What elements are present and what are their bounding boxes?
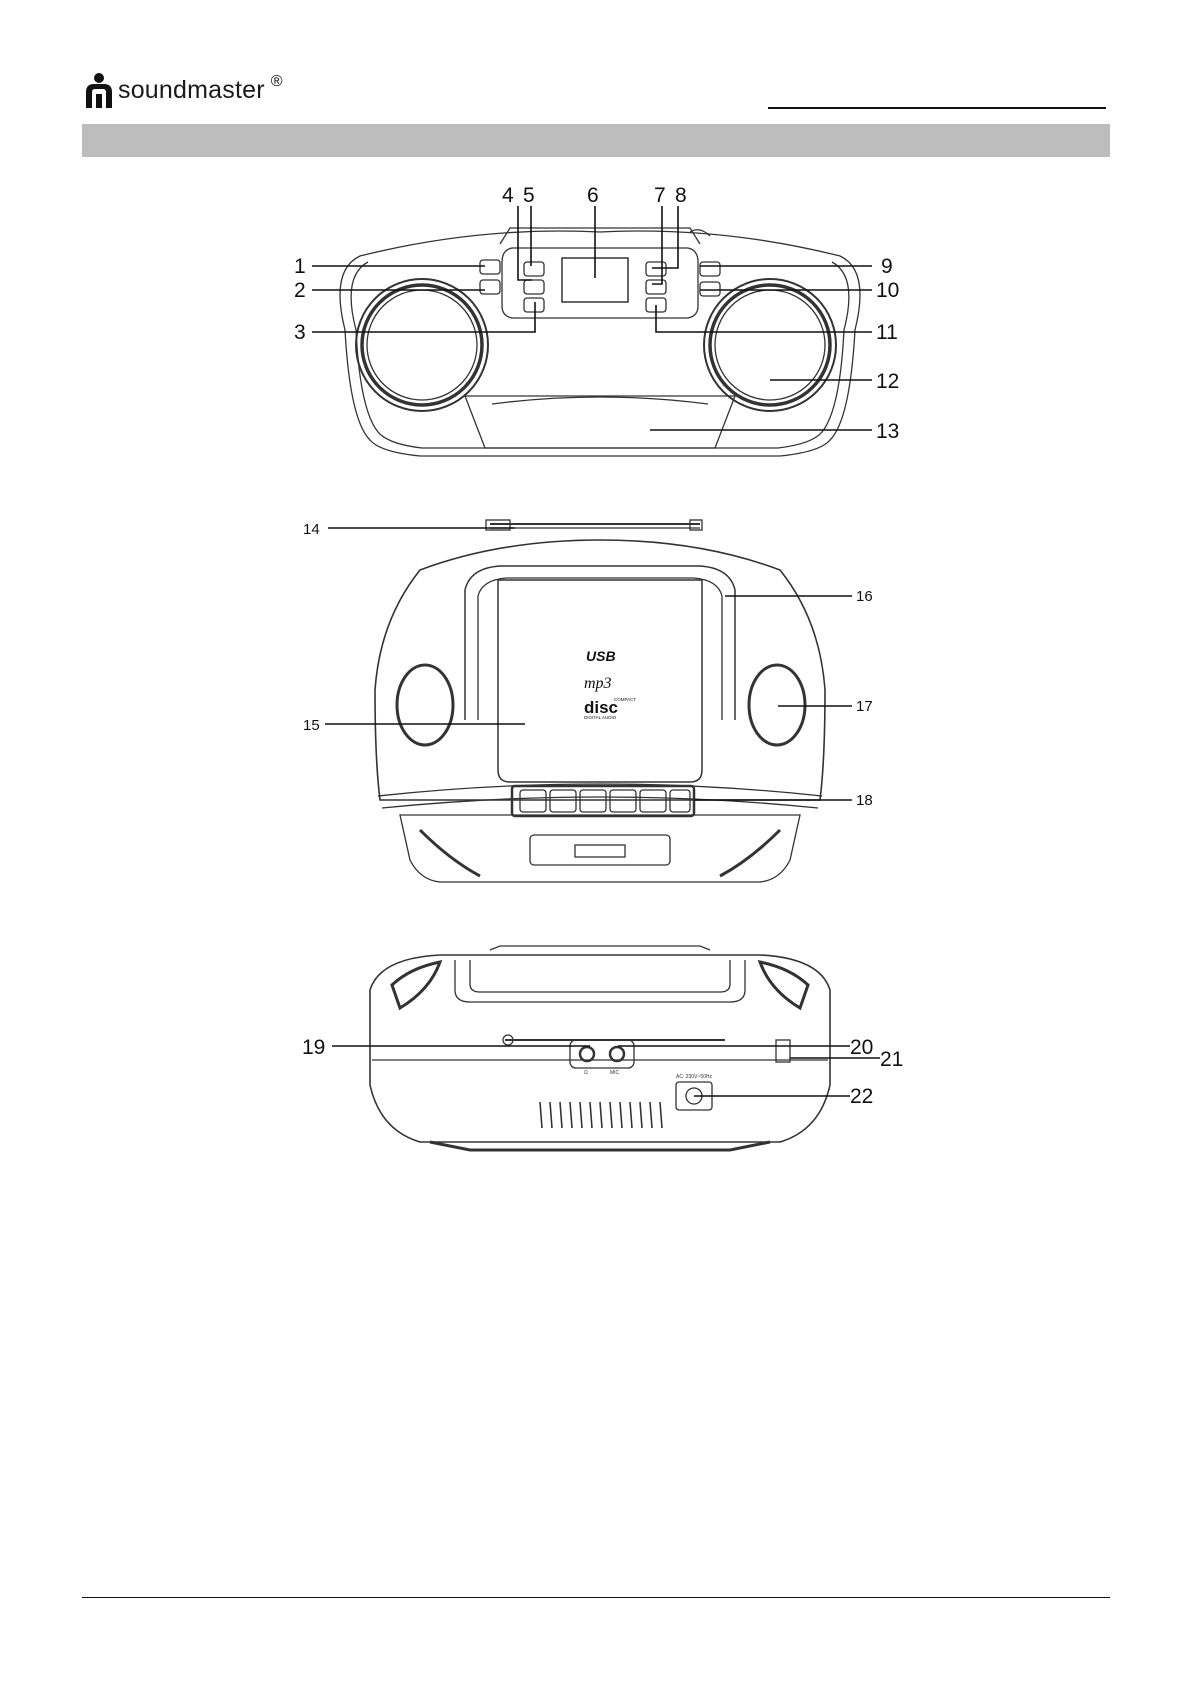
callout-7: 7 <box>654 184 666 207</box>
front-view-illustration <box>340 228 860 456</box>
top-view-callouts: 14 15 16 17 18 <box>303 521 873 809</box>
callout-17: 17 <box>856 698 873 715</box>
usb-logo: USB <box>586 648 616 664</box>
callout-6: 6 <box>587 184 599 207</box>
callout-11: 11 <box>876 321 898 344</box>
callout-4: 4 <box>502 184 514 207</box>
callout-21: 21 <box>880 1048 903 1071</box>
callout-8: 8 <box>675 184 687 207</box>
footer-rule <box>82 1597 1110 1598</box>
digital-audio-label: DIGITAL AUDIO <box>584 715 617 720</box>
callout-15: 15 <box>303 717 320 734</box>
top-view-logos: USB mp3 disc COMPACT DIGITAL AUDIO <box>584 648 636 720</box>
callout-9: 9 <box>881 255 893 278</box>
back-view-labels: Ω MIC AC: 230V~50Hz <box>584 1070 712 1080</box>
callout-3: 3 <box>294 321 306 344</box>
mic-jack-label: MIC <box>610 1070 620 1076</box>
back-view-callouts: 19 20 21 22 <box>302 1036 903 1108</box>
callout-2: 2 <box>294 279 306 302</box>
callout-13: 13 <box>876 420 899 443</box>
callout-22: 22 <box>850 1085 873 1108</box>
headphone-jack-label: Ω <box>584 1070 588 1076</box>
compact-label: COMPACT <box>614 697 636 702</box>
callout-1: 1 <box>294 255 306 278</box>
callout-20: 20 <box>850 1036 873 1059</box>
callout-19: 19 <box>302 1036 325 1059</box>
callout-14: 14 <box>303 521 320 538</box>
callout-16: 16 <box>856 588 873 605</box>
callout-10: 10 <box>876 279 899 302</box>
callout-12: 12 <box>876 370 899 393</box>
front-view-callouts: 1 2 3 4 5 6 7 8 9 10 11 12 13 <box>294 184 899 443</box>
back-view-illustration <box>370 946 830 1150</box>
power-rating-label: AC: 230V~50Hz <box>676 1074 712 1080</box>
callout-18: 18 <box>856 792 873 809</box>
mp3-logo: mp3 <box>584 675 612 692</box>
callout-5: 5 <box>523 184 535 207</box>
